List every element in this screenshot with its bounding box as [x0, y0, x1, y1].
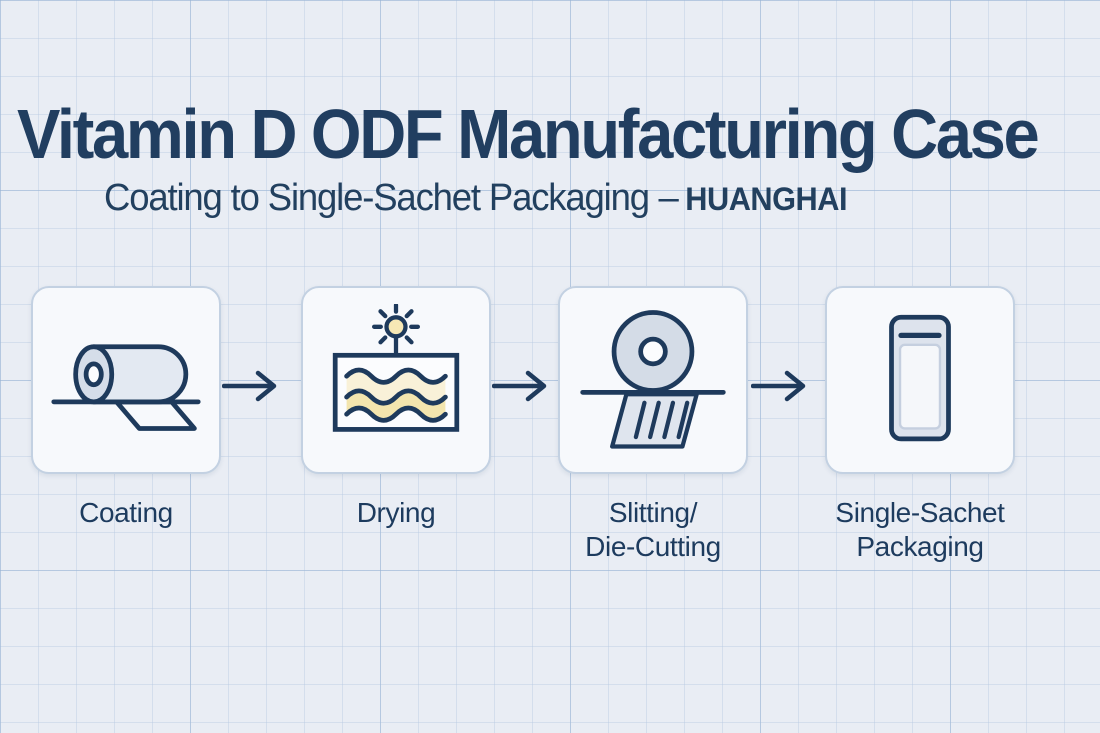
- sun-drying-oven-icon: [332, 304, 460, 432]
- step-single-sachet-packaging: Single-Sachet Packaging: [805, 286, 1035, 564]
- subtitle-separator: –: [658, 177, 678, 219]
- page-title: Vitamin D ODF Manufacturing Case: [17, 95, 1040, 173]
- step-label-drying: Drying: [356, 497, 436, 528]
- arrow-right-icon: [221, 370, 277, 402]
- flow-arrow-2: [491, 364, 550, 408]
- step-coating: Coating: [11, 286, 241, 530]
- step-card-coating: [31, 286, 221, 474]
- arrow-right-icon: [750, 370, 806, 402]
- page-subtitle: Coating to Single-Sachet Packaging–HUANG…: [104, 177, 848, 220]
- film-roll-icon: [51, 344, 201, 431]
- arrow-right-icon: [491, 370, 547, 402]
- step-card-packaging: [825, 286, 1015, 474]
- flow-arrow-3: [750, 364, 809, 408]
- brand-name: HUANGHAI: [685, 181, 848, 217]
- step-card-drying: [301, 286, 491, 474]
- step-label-coating: Coating: [79, 497, 173, 528]
- sachet-pouch-icon: [889, 314, 951, 442]
- step-label-slitting: Slitting/ Die-Cutting: [585, 497, 721, 562]
- step-card-slitting: [558, 286, 748, 474]
- subtitle-text: Coating to Single-Sachet Packaging: [104, 177, 650, 219]
- step-label-packaging: Single-Sachet Packaging: [835, 497, 1005, 562]
- step-slitting-die-cutting: Slitting/ Die-Cutting: [538, 286, 768, 564]
- rotary-cutter-icon: [580, 310, 726, 449]
- step-drying: Drying: [281, 286, 511, 530]
- flow-arrow-1: [221, 364, 280, 408]
